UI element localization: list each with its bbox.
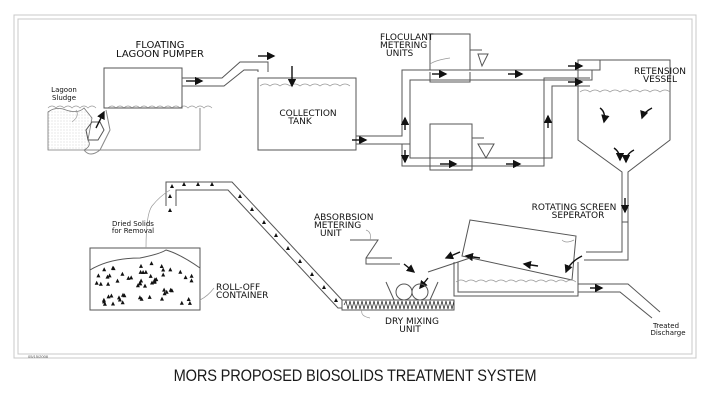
drawing-frame: [13, 14, 697, 359]
solid-particle: [162, 287, 167, 292]
svg-text:Lagoon: Lagoon: [51, 86, 77, 94]
solid-particle: [139, 263, 143, 268]
dry-mixing-unit: [341, 281, 455, 311]
solid-particle: [121, 292, 125, 297]
solid-particle: [117, 295, 121, 300]
solid-particle: [161, 267, 166, 272]
svg-text:for Removal: for Removal: [112, 227, 154, 235]
label-treated-discharge: Treated Discharge: [650, 322, 685, 337]
solid-particle: [187, 300, 192, 305]
floating-lagoon-pumper: [103, 67, 183, 109]
solid-particle: [148, 273, 153, 278]
svg-text:CONTAINER: CONTAINER: [216, 291, 268, 301]
solid-particle: [110, 265, 115, 270]
solid-particle: [159, 264, 164, 268]
collection-tank: [257, 77, 357, 151]
solid-particle: [149, 261, 154, 266]
svg-text:Sludge: Sludge: [52, 94, 76, 102]
svg-text:UNIT: UNIT: [399, 325, 421, 335]
date-stamp: 05/15/2008: [28, 354, 49, 359]
svg-text:Discharge: Discharge: [650, 329, 685, 337]
solid-particle: [126, 275, 131, 280]
svg-text:TANK: TANK: [287, 117, 313, 127]
solid-particle: [120, 271, 125, 276]
solid-particle: [164, 289, 169, 294]
solid-particle: [96, 273, 101, 278]
svg-text:METERING: METERING: [314, 221, 361, 231]
container-solids: [94, 261, 194, 306]
label-dried-solids: Dried Solids for Removal: [112, 220, 154, 235]
lagoon: [47, 105, 213, 155]
label-retension-vessel: RETENSION VESSEL: [634, 67, 686, 85]
diagram-title: MORS PROPOSED BIOSOLIDS TREATMENT SYSTEM: [173, 366, 537, 385]
solid-particle: [152, 279, 157, 284]
solid-particle: [179, 300, 184, 305]
svg-text:ROLL-OFF: ROLL-OFF: [216, 283, 260, 293]
svg-text:FLOCULANT: FLOCULANT: [380, 33, 434, 43]
solid-particle: [102, 267, 107, 272]
solid-particle: [138, 269, 143, 274]
svg-text:DRY MIXING: DRY MIXING: [385, 317, 439, 327]
solid-particle: [189, 273, 194, 278]
solid-particle: [183, 275, 188, 280]
label-floculant-metering-units: FLOCULANT METERING UNITS: [380, 33, 434, 59]
solid-particle: [109, 293, 114, 298]
label-lagoon-sludge: Lagoon Sludge: [51, 86, 77, 102]
solid-particle: [137, 280, 142, 285]
solid-particle: [135, 283, 140, 288]
svg-text:SEPERATOR: SEPERATOR: [552, 211, 605, 221]
solid-particle: [147, 294, 152, 299]
solid-particle: [98, 281, 103, 286]
solid-particle: [111, 301, 115, 306]
solid-particle: [141, 270, 146, 274]
solid-particle: [115, 278, 120, 283]
solid-particle: [94, 280, 99, 285]
solid-particle: [189, 278, 194, 283]
solid-particle: [168, 287, 173, 292]
svg-text:COLLECTION: COLLECTION: [279, 109, 336, 119]
roll-off-container: [89, 247, 201, 311]
svg-text:ABSORBSION: ABSORBSION: [314, 213, 373, 223]
label-dry-mixing-unit: DRY MIXING UNIT: [385, 317, 439, 335]
solid-particle: [107, 273, 112, 278]
floculant-unit-bottom: [429, 123, 473, 159]
solid-particle: [106, 294, 111, 299]
svg-text:UNITS: UNITS: [386, 49, 413, 59]
solid-particle: [162, 291, 167, 296]
svg-text:LAGOON PUMPER: LAGOON PUMPER: [116, 49, 204, 60]
svg-text:Treated: Treated: [652, 322, 679, 330]
label-collection-tank: COLLECTION TANK: [279, 109, 336, 127]
solid-particle: [117, 297, 122, 302]
label-rotating-screen-seperator: ROTATING SCREEN SEPERATOR: [532, 203, 617, 221]
rotating-screen-seperator: [461, 219, 577, 281]
solid-particle: [178, 269, 183, 274]
solid-particle: [143, 269, 148, 274]
label-absorbsion-metering-unit: ABSORBSION METERING UNIT: [314, 213, 373, 239]
label-roll-off-container: ROLL-OFF CONTAINER: [216, 283, 268, 301]
svg-text:VESSEL: VESSEL: [643, 75, 677, 85]
svg-text:RETENSION: RETENSION: [634, 67, 686, 77]
svg-text:METERING: METERING: [380, 41, 427, 51]
svg-text:ROTATING SCREEN: ROTATING SCREEN: [532, 203, 617, 213]
solid-particle: [139, 278, 144, 283]
solid-particle: [168, 267, 173, 272]
solid-particle: [139, 296, 144, 301]
label-floating-lagoon-pumper: FLOATING LAGOON PUMPER: [116, 40, 204, 60]
solid-particle: [120, 300, 125, 305]
solid-particle: [161, 272, 166, 277]
svg-text:UNIT: UNIT: [320, 229, 342, 239]
solid-particle: [106, 281, 111, 286]
solid-particle: [186, 297, 191, 301]
solid-particle: [129, 275, 134, 280]
solid-particle: [102, 301, 107, 306]
inclined-conveyor: [165, 181, 343, 309]
svg-text:Dried Solids: Dried Solids: [112, 220, 154, 228]
solid-particle: [160, 296, 164, 301]
solid-particle: [105, 274, 110, 279]
absorbsion-metering-unit: [350, 239, 400, 265]
svg-text:FLOATING: FLOATING: [135, 40, 184, 51]
floculant-unit-top: [429, 33, 471, 71]
solid-particle: [143, 283, 147, 288]
